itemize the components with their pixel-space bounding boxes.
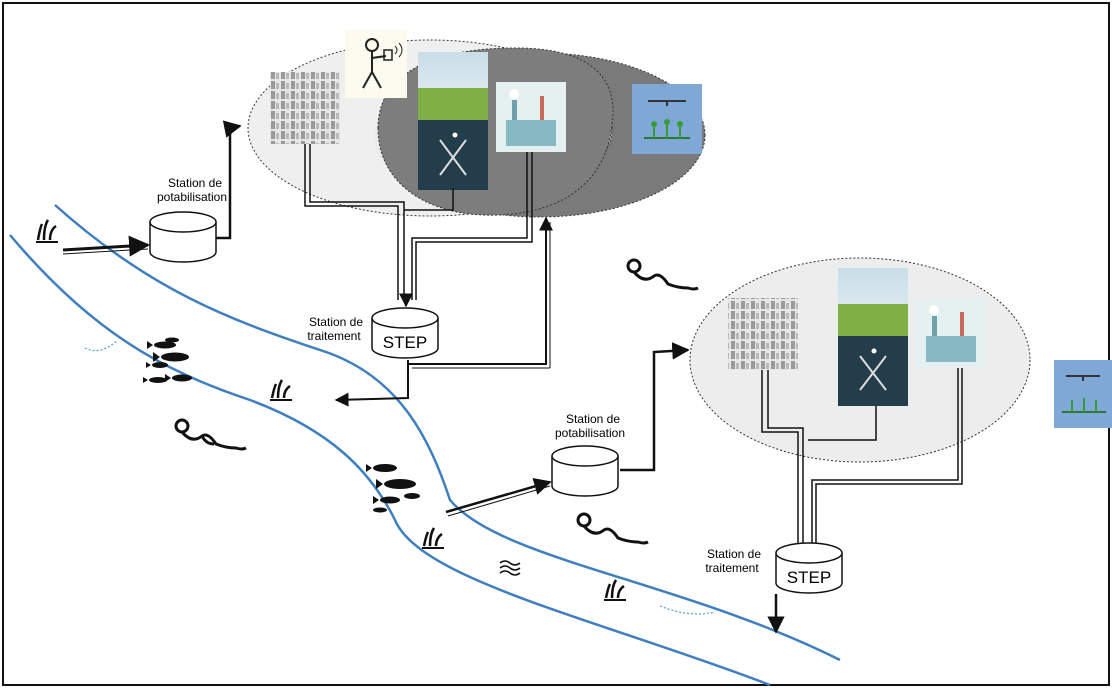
distribution-arrow-2 — [620, 342, 690, 472]
golf-course-icon — [838, 268, 908, 406]
irrigation-icon — [632, 84, 702, 154]
step-tank-1: STEP — [383, 333, 427, 352]
potab-label-1-line1: Station de — [168, 176, 222, 190]
swimmer-icon — [576, 512, 649, 545]
collection-lines-1 — [304, 144, 533, 300]
aquatic-plant-icon — [422, 527, 444, 549]
aquatic-plant-icon — [604, 579, 626, 601]
reuse-arrow-1 — [408, 216, 553, 365]
city-icon — [270, 72, 340, 144]
step-label-1-line1: Station de — [309, 315, 363, 329]
intake-arrow-1 — [62, 235, 151, 257]
swimmer-icon — [174, 418, 247, 451]
fish-school-icon — [143, 337, 192, 383]
potab-label-2-line2: potabilisation — [555, 426, 625, 440]
wave-icon — [499, 560, 521, 576]
factory-icon — [916, 298, 986, 368]
river — [9, 204, 841, 687]
swimmer-icon — [626, 258, 699, 291]
potab-station-2: Station de potabilisation — [551, 412, 625, 497]
discharge-arrow-1 — [334, 360, 409, 407]
potab-station-1: Station de potabilisation — [149, 176, 227, 263]
step-label-1-line2: traitement — [307, 329, 361, 343]
intake-arrow-2 — [445, 477, 552, 514]
step-label-2-line2: traitement — [705, 561, 759, 575]
golf-course-icon — [418, 52, 488, 190]
intake-arrow-1-line — [62, 248, 149, 255]
person-with-tablet-icon — [345, 30, 407, 98]
potab-label-2-line1: Station de — [566, 412, 620, 426]
aquatic-plant-icon — [36, 219, 58, 243]
step-tank-2: STEP — [787, 568, 831, 587]
step-label-2-line1: Station de — [707, 547, 761, 561]
irrigation-icon — [1054, 360, 1112, 428]
fish-school-icon — [366, 464, 420, 513]
distribution-arrow-1 — [216, 120, 242, 240]
step-station-2: Station de traitement STEP — [705, 542, 843, 594]
step-station-1: Station de traitement STEP — [307, 307, 439, 359]
factory-icon — [496, 82, 566, 152]
city-icon — [728, 298, 798, 370]
collection-lines-2 — [761, 368, 963, 560]
potab-label-1-line2: potabilisation — [157, 190, 227, 204]
intake-arrow-2-line — [447, 485, 551, 517]
aquatic-plant-icon — [270, 379, 292, 401]
